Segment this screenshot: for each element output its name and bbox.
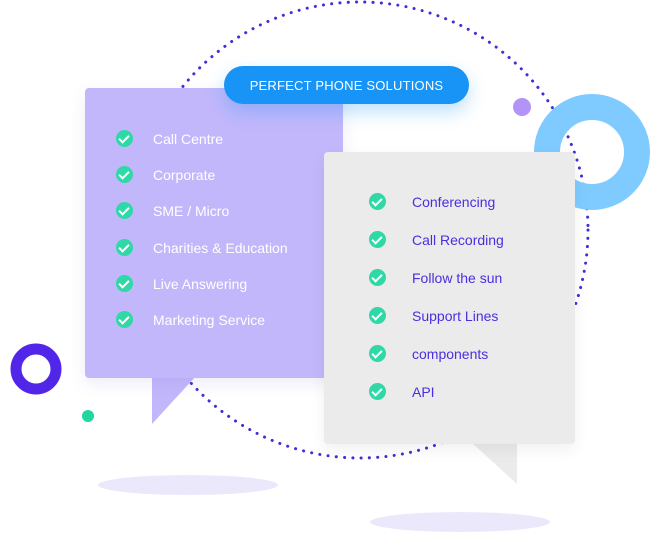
dotted-circle: [130, 0, 590, 460]
feature-label: Call Centre: [153, 130, 224, 147]
purple-ring: [10, 343, 62, 395]
check-circle-icon: [369, 383, 386, 400]
list-item: Corporate: [116, 166, 215, 183]
feature-label: Corporate: [153, 166, 216, 183]
right-bubble-tail: [471, 442, 517, 484]
check-circle-icon: [116, 275, 133, 292]
feature-label: API: [412, 383, 435, 400]
feature-label: Support Lines: [412, 307, 499, 324]
right-speech-bubble: [324, 152, 575, 444]
list-item: Support Lines: [369, 307, 498, 324]
right-bubble-shadow: [370, 512, 550, 532]
feature-label: components: [412, 345, 489, 362]
list-item: components: [369, 345, 488, 362]
list-item: Charities & Education: [116, 239, 288, 256]
purple-dot: [513, 98, 531, 116]
check-circle-icon: [369, 307, 386, 324]
feature-label: Marketing Service: [153, 311, 266, 328]
left-bubble-tail: [152, 376, 196, 424]
left-bubble-shadow: [98, 475, 278, 495]
feature-label: Follow the sun: [412, 269, 503, 286]
feature-label: Call Recording: [412, 231, 504, 248]
list-item: Conferencing: [369, 193, 495, 210]
check-circle-icon: [369, 345, 386, 362]
list-item: Marketing Service: [116, 311, 265, 328]
check-circle-icon: [369, 193, 386, 210]
check-circle-icon: [369, 231, 386, 248]
check-circle-icon: [116, 166, 133, 183]
check-circle-icon: [116, 239, 133, 256]
list-item: Call Recording: [369, 231, 504, 248]
feature-label: Live Answering: [153, 275, 248, 292]
perfect-phone-solutions-pill: PERFECT PHONE SOLUTIONS: [224, 66, 469, 104]
check-circle-icon: [116, 311, 133, 328]
list-item: Live Answering: [116, 275, 247, 292]
check-circle-icon: [116, 202, 133, 219]
list-item: SME / Micro: [116, 202, 229, 219]
feature-label: SME / Micro: [153, 202, 230, 219]
check-circle-icon: [369, 269, 386, 286]
feature-label: Conferencing: [412, 193, 496, 210]
check-circle-icon: [116, 130, 133, 147]
list-item: Follow the sun: [369, 269, 502, 286]
teal-dot: [82, 410, 94, 422]
list-item: Call Centre: [116, 130, 223, 147]
list-item: API: [369, 383, 435, 400]
feature-label: Charities & Education: [153, 239, 288, 256]
